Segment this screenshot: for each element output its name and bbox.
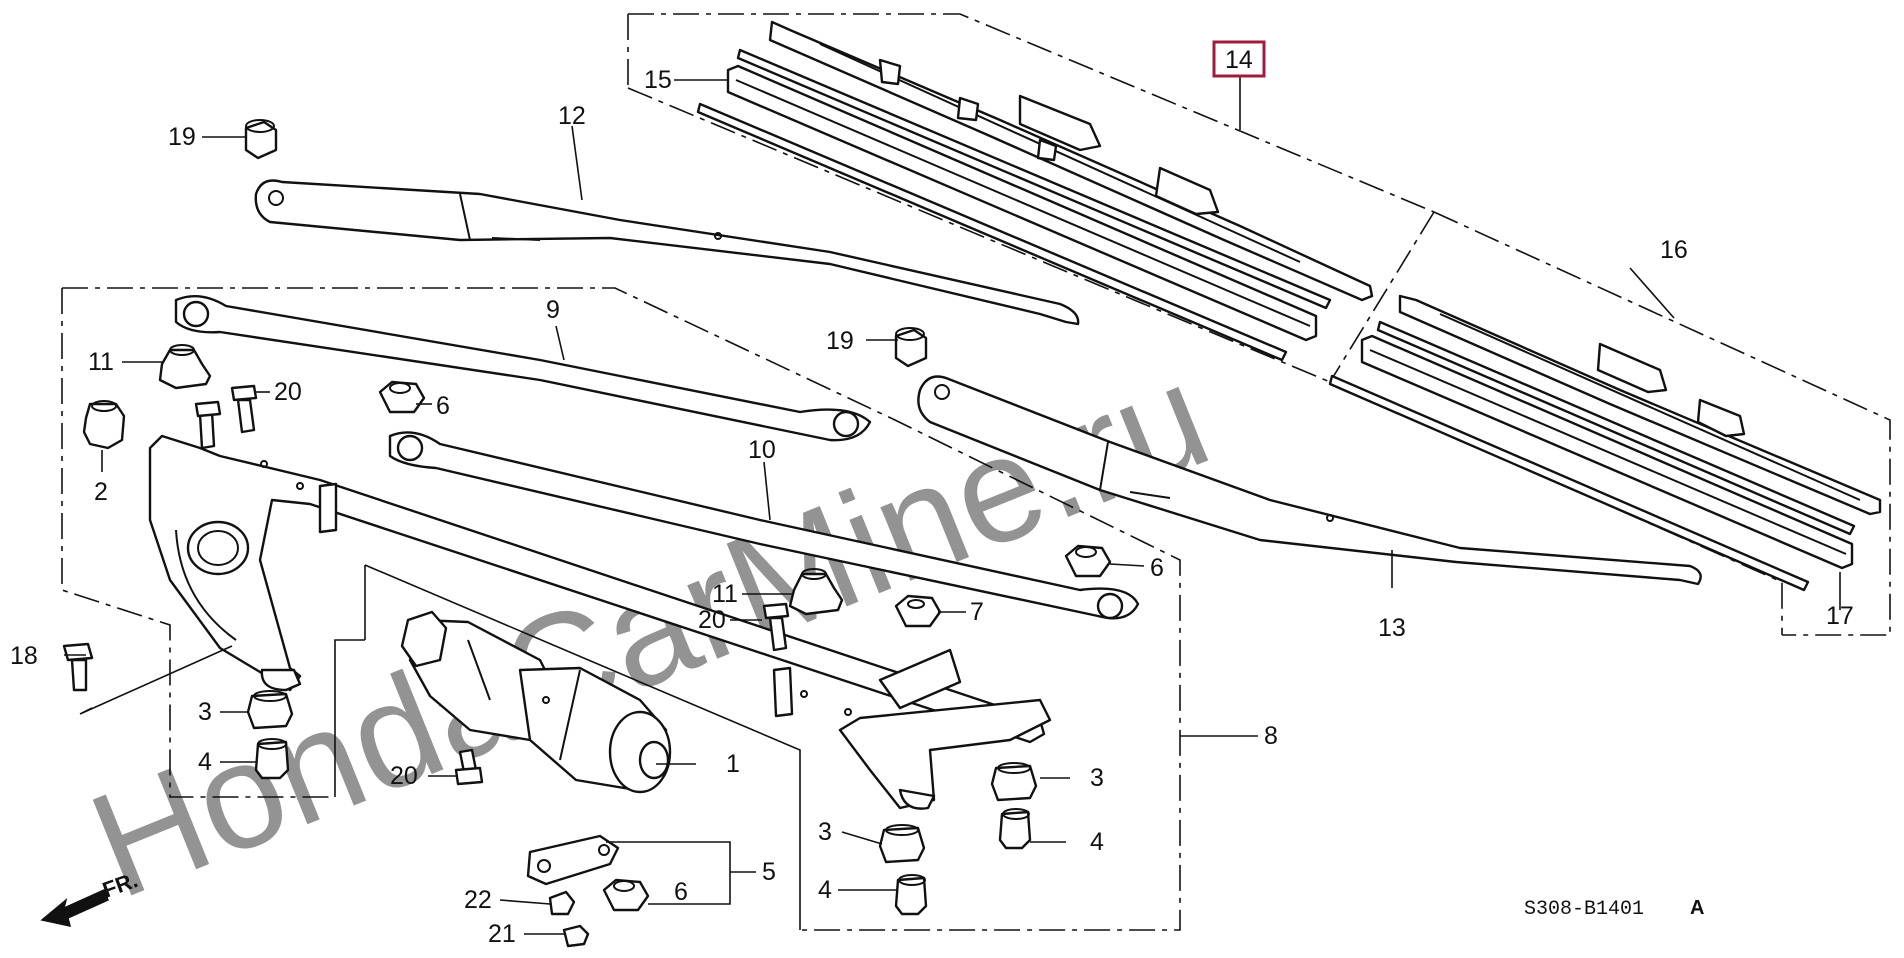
- callout-21: 21: [488, 920, 516, 948]
- wiper-motor-1: [400, 610, 672, 794]
- cushion-3-lower: [878, 824, 926, 864]
- callout-2: 2: [94, 478, 108, 506]
- blade-rubber-15: [696, 48, 1332, 362]
- callout-13: 13: [1378, 614, 1406, 642]
- arm-cap-19-lower: [894, 327, 928, 368]
- nut-6-right: [1064, 544, 1112, 578]
- wiper-arm-12: [254, 179, 1080, 326]
- linkage-rod-9: [174, 294, 872, 442]
- callout-19-lower: 19: [826, 327, 854, 355]
- callout-4-left: 4: [198, 748, 212, 776]
- nut-6-upper: [378, 380, 426, 414]
- bolt-18: [62, 642, 94, 692]
- pivot-cap-11-right: [788, 568, 844, 616]
- nut-6-lower: [602, 878, 650, 912]
- callout-4-lower: 4: [818, 876, 832, 904]
- callout-20-upper: 20: [274, 378, 302, 406]
- callout-5: 5: [762, 858, 776, 886]
- front-arrow-icon: [40, 888, 109, 927]
- callout-10: 10: [748, 436, 776, 464]
- nut-21: [562, 924, 590, 948]
- nut-22: [548, 890, 576, 916]
- callout-6-lower: 6: [674, 878, 688, 906]
- motor-group-frame: [334, 564, 801, 930]
- cushion-3-right: [990, 762, 1038, 802]
- collar-4-right: [998, 808, 1032, 850]
- nut-7: [894, 594, 942, 628]
- callout-3-lower: 3: [818, 818, 832, 846]
- diagram-code: S308-B1401: [1524, 898, 1644, 921]
- diagram-code-suffix: A: [1690, 897, 1704, 919]
- callout-14-highlight-box: [1212, 40, 1266, 78]
- callout-16: 16: [1660, 236, 1688, 264]
- linkage-rod-10: [388, 431, 1140, 620]
- callout-14: 14: [1225, 46, 1253, 74]
- wiper-arm-13: [917, 375, 1702, 586]
- callout-3-right: 3: [1090, 764, 1104, 792]
- blade-group-boundaries: [61, 13, 1891, 931]
- callout-6-upper: 6: [436, 392, 450, 420]
- bolt-20-upper: [230, 384, 258, 434]
- callout-12: 12: [558, 102, 586, 130]
- callout-20-lower: 20: [390, 762, 418, 790]
- callout-18: 18: [10, 642, 38, 670]
- blade-rubber-17: [1328, 320, 1856, 592]
- callout-20-middle: 20: [698, 606, 726, 634]
- callout-6-right: 6: [1150, 554, 1164, 582]
- callout-labels: 14 15 12 19 11 20 2 6 9 10 19 6 11 7 20 …: [10, 40, 1854, 948]
- bolt-20-middle: [762, 602, 790, 652]
- crank-arm-5: [526, 834, 620, 886]
- diagram-code-block: S308-B1401 A: [1524, 897, 1704, 921]
- wiper-frame-bracket: [148, 400, 1052, 810]
- callout-4-right: 4: [1090, 828, 1104, 856]
- callout-3-left: 3: [198, 698, 212, 726]
- callout-7: 7: [970, 598, 984, 626]
- callout-17: 17: [1826, 602, 1854, 630]
- wiper-blade-14: [768, 20, 1374, 302]
- leader-lines: [64, 74, 1841, 935]
- callout-8: 8: [1264, 722, 1278, 750]
- grommet-2: [82, 400, 126, 450]
- wiper-blade-16: [1398, 294, 1882, 516]
- pivot-cap-11-left: [158, 344, 212, 390]
- collar-4-left: [254, 738, 290, 780]
- callout-11-left: 11: [88, 348, 114, 376]
- callout-19-upper: 19: [168, 123, 196, 151]
- collar-4-lower: [894, 874, 928, 916]
- callout-1: 1: [726, 750, 740, 778]
- cushion-3-left: [246, 690, 294, 730]
- callout-15: 15: [644, 66, 672, 94]
- callout-22: 22: [464, 886, 492, 914]
- arm-cap-19-upper: [244, 119, 278, 160]
- bolt-20-lower: [454, 748, 484, 786]
- callout-9: 9: [546, 296, 560, 324]
- callout-11-right: 11: [712, 580, 738, 608]
